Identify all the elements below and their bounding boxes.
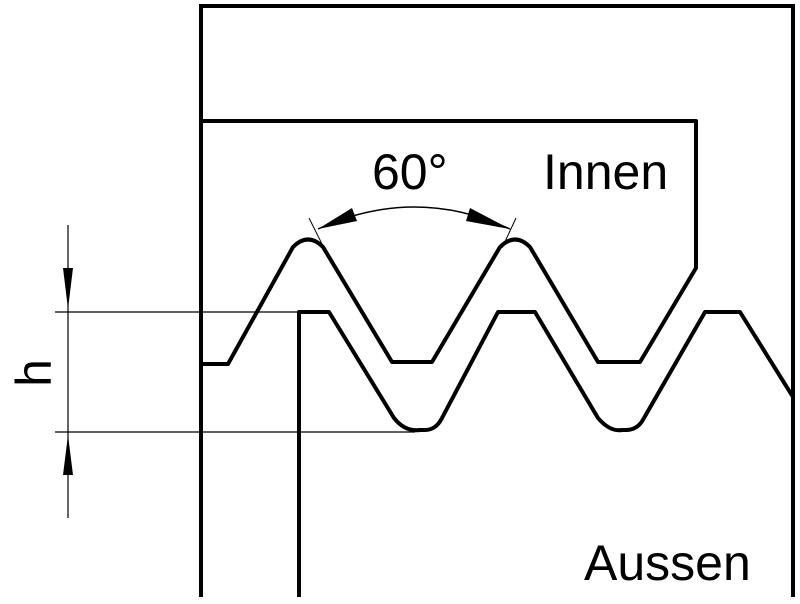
angle-label: 60° (372, 144, 448, 200)
outer-thread-profile (297, 310, 795, 597)
arrow-up-icon (63, 435, 73, 475)
angle-arrow-right-icon (466, 208, 510, 229)
angle-extension-right (501, 217, 517, 249)
angle-arrow-left-icon (318, 208, 357, 229)
arrow-down-icon (63, 268, 73, 309)
inner-thread-profile (201, 119, 698, 366)
outer-frame (199, 4, 795, 597)
angle-extension-left (308, 217, 325, 249)
inner-label: Innen (543, 144, 668, 200)
height-label: h (6, 359, 62, 387)
outer-label: Aussen (584, 535, 751, 591)
